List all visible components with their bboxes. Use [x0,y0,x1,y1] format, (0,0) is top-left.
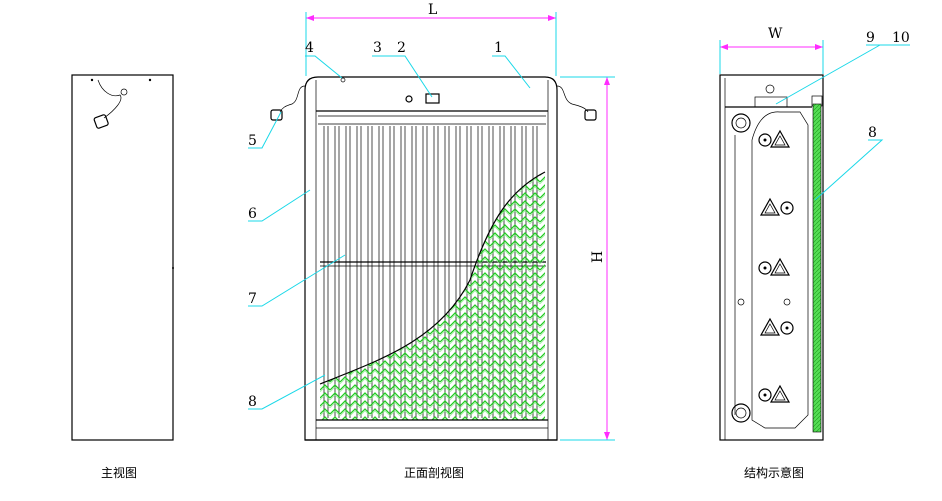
roller-symbol [758,257,791,276]
callout-9: 9 [866,30,875,46]
callout-5: 5 [248,133,257,149]
filter-media-strip [812,103,822,433]
dimension-length-label: L [428,2,437,18]
dimension-lines [305,12,824,441]
main-view [71,74,174,441]
front-section-view [270,76,597,441]
callout-1: 1 [494,40,503,56]
callout-8-side: 8 [868,125,877,141]
structure-view [719,74,824,441]
callout-10: 10 [892,30,910,46]
roller-symbol [758,384,791,403]
filter-media-hatch [320,172,545,420]
callout-3: 3 [373,40,382,56]
caption-structure-view: 结构示意图 [744,465,804,480]
dimension-height-label: H [590,251,606,263]
roller-symbol [759,197,794,216]
roller-symbol [758,129,791,148]
leader-lines [248,44,910,410]
caption-main-view: 主视图 [101,465,137,480]
callout-4: 4 [305,40,314,56]
callout-7: 7 [248,291,257,307]
caption-front-section-view: 正面剖视图 [404,465,464,480]
roller-symbol [759,317,794,336]
callout-2: 2 [397,40,406,56]
dimension-width-label: W [768,26,783,42]
callout-6: 6 [248,206,257,222]
callout-8: 8 [248,394,257,410]
